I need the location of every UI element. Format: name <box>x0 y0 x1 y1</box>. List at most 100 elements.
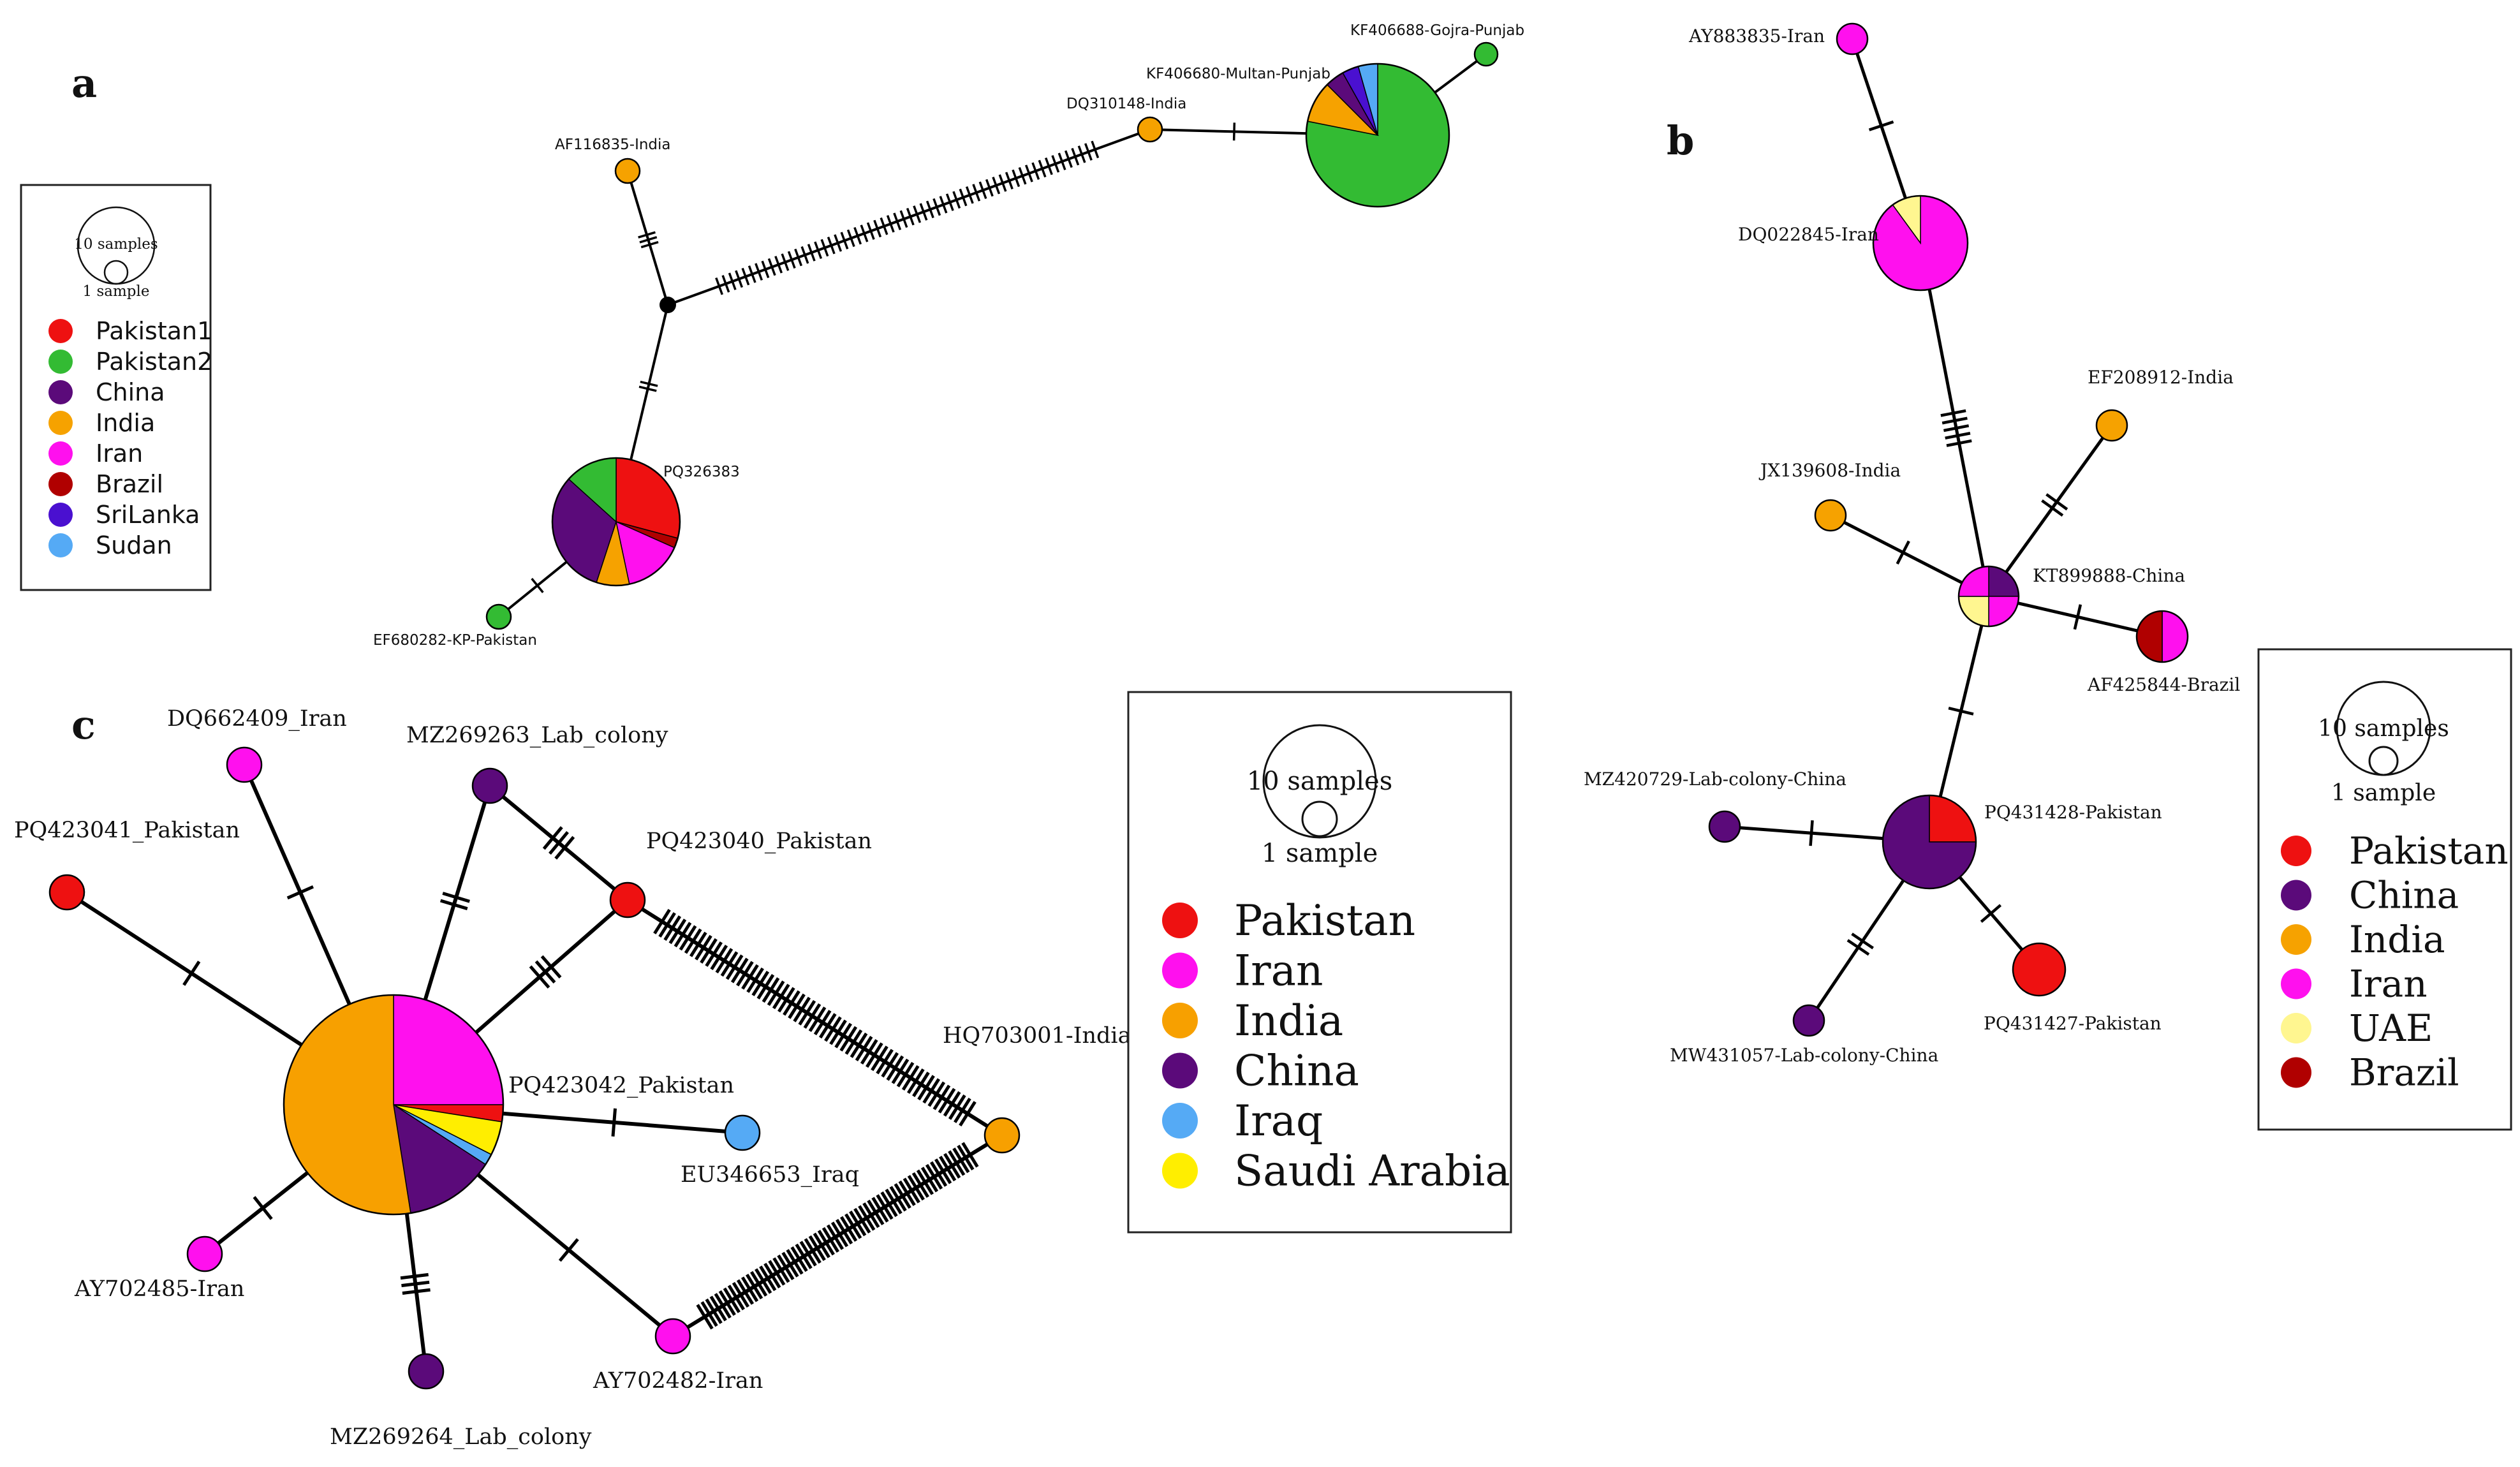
mutation-mark <box>894 1183 911 1209</box>
node-label-af116835: AF116835-India <box>555 136 671 153</box>
legend-label: India <box>2349 918 2445 961</box>
pie-slice <box>226 746 263 783</box>
mutation-mark <box>860 225 869 242</box>
mutation-mark <box>2045 493 2068 511</box>
pie-slice <box>1137 116 1163 143</box>
mutation-mark <box>952 191 961 209</box>
mutation-mark <box>721 275 730 293</box>
mutation-mark <box>925 1163 943 1190</box>
legend-a-entry: Brazil <box>48 470 163 498</box>
haplotype-node-pq423042 <box>283 994 505 1216</box>
mutation-mark <box>741 964 759 990</box>
legend-c-entry: Iraq <box>1162 1096 1323 1146</box>
pie-slice <box>984 1117 1021 1154</box>
mutation-mark <box>741 267 750 286</box>
pie-slice <box>1836 22 1869 55</box>
mutation-mark <box>705 941 723 967</box>
mutation-mark <box>1943 424 1970 432</box>
mutation-mark <box>1045 157 1053 175</box>
node-label-pq326383: PQ326383 <box>663 464 740 480</box>
mutation-mark <box>932 1084 951 1110</box>
mutation-mark <box>668 918 687 945</box>
legend-label: Pakistan <box>2349 829 2509 873</box>
mutation-mark <box>901 1065 920 1091</box>
mutation-mark <box>916 1169 934 1195</box>
haplotype-node-dq022845 <box>1872 195 1969 291</box>
node-label-pq431428: PQ431428-Pakistan <box>1984 802 2162 823</box>
mutation-mark <box>844 1029 863 1055</box>
legend-label: India <box>96 409 155 437</box>
haplotype-node-pq423041 <box>48 874 85 911</box>
node-label-pq423042: PQ423042_Pakistan <box>508 1073 734 1098</box>
mutation-mark <box>751 970 770 996</box>
mutation-mark <box>881 1052 899 1078</box>
mutation-mark <box>860 1039 878 1065</box>
legend-swatch <box>1162 1103 1198 1139</box>
mutation-mark <box>554 836 575 860</box>
mutation-mark <box>938 1087 956 1114</box>
mutation-mark <box>939 1155 957 1182</box>
legend-label: Brazil <box>96 470 163 498</box>
mutation-mark <box>736 1279 755 1305</box>
mutation-mark <box>820 239 829 257</box>
legend-c-size-large: 10 samples <box>1247 767 1393 796</box>
pie-slice <box>654 1318 691 1355</box>
legend-b-entry: China <box>2281 874 2459 917</box>
mutation-mark <box>638 385 657 392</box>
mutation-mark <box>840 232 849 250</box>
haplotype-node-pq326383 <box>551 457 681 587</box>
mutation-mark <box>880 217 888 235</box>
mutation-mark <box>919 203 928 221</box>
mutation-mark <box>748 265 756 283</box>
mutation-mark <box>402 1288 431 1295</box>
mutation-mark <box>807 244 816 262</box>
mutation-mark <box>939 196 948 214</box>
mutation-mark <box>718 1290 736 1316</box>
haplotype-node-kt899888 <box>1957 565 2020 628</box>
mutation-mark <box>954 1098 971 1123</box>
edge-kt899888-ef208912 <box>1987 424 2114 598</box>
pie-slice <box>408 1353 445 1390</box>
node-outline <box>1882 794 1977 890</box>
legend-b-entry: India <box>2281 918 2445 961</box>
mutation-mark <box>844 1213 862 1239</box>
mutation-mark <box>855 1036 873 1061</box>
node-label-eu346653: EU346653_Iraq <box>681 1162 859 1188</box>
legend-b-size-large: 10 samples <box>2318 716 2449 742</box>
mutation-mark <box>1018 166 1027 185</box>
mutation-mark <box>934 1158 952 1184</box>
mutation-mark <box>781 253 790 271</box>
panel-c-letter: c <box>71 702 96 748</box>
node-outline <box>2135 610 2189 663</box>
mutation-mark <box>798 999 816 1026</box>
haplotype-node-af425844 <box>2135 610 2189 663</box>
mutation-mark <box>858 1205 876 1231</box>
mutation-mark <box>899 210 908 228</box>
panel-a-legend: 10 samples 1 sample Pakistan1Pakistan2Ch… <box>20 184 212 591</box>
mutation-mark <box>814 241 823 260</box>
haplotype-node-ay702485 <box>186 1235 223 1272</box>
node-label-af425844: AF425844-Brazil <box>2087 674 2240 695</box>
mutation-mark <box>912 1072 930 1098</box>
mutation-mark <box>808 1006 827 1033</box>
mutation-mark <box>777 987 795 1013</box>
legend-swatch <box>48 319 73 343</box>
mutation-mark <box>767 980 785 1006</box>
mutation-mark <box>1065 150 1073 168</box>
legend-b-entry: Iran <box>2281 962 2428 1006</box>
mutation-mark <box>1940 409 1966 417</box>
mutation-mark <box>787 251 796 269</box>
mutation-mark <box>829 1019 847 1045</box>
mutation-mark <box>442 892 470 903</box>
legend-b-entry: UAE <box>2281 1006 2433 1050</box>
mutation-mark <box>695 934 712 961</box>
legend-a-entries: Pakistan1Pakistan2ChinaIndiaIranBrazilSr… <box>48 317 212 559</box>
node-label-ay702482: AY702482-Iran <box>593 1368 763 1394</box>
pie-slice <box>186 1235 223 1272</box>
edge-pq423040-hq703001 <box>626 898 1003 1137</box>
legend-label: Sudan <box>96 531 172 559</box>
mutation-mark <box>1232 122 1236 141</box>
mutation-mark <box>679 925 697 951</box>
mutation-mark <box>961 1142 979 1168</box>
mutation-mark <box>957 1144 975 1170</box>
